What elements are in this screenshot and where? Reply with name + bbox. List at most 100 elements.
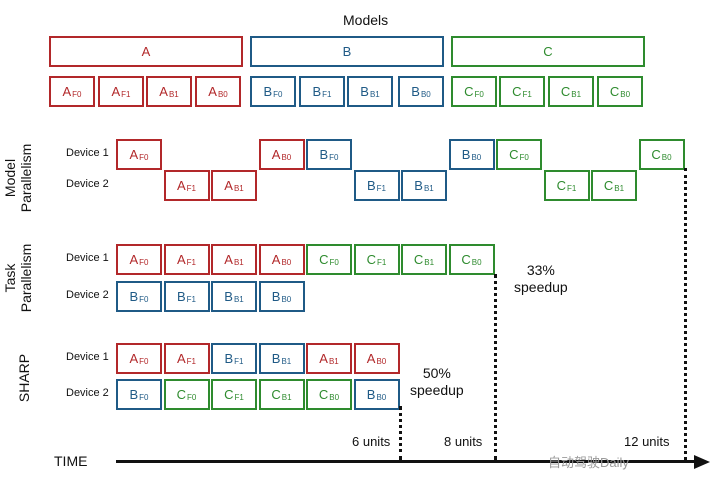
block-sub-label: F1 xyxy=(186,295,196,304)
block-main-label: B xyxy=(360,84,369,99)
block-main-label: A xyxy=(111,84,121,99)
speedup-task-label: 33% speedup xyxy=(514,262,568,295)
block-main-label: A xyxy=(366,351,376,366)
block-main-label: B xyxy=(319,147,329,162)
block-sub-label: B0 xyxy=(420,90,431,99)
time-axis-line xyxy=(116,460,696,463)
block-sub-label: F1 xyxy=(234,393,244,402)
block-sub-label: F0 xyxy=(139,153,149,162)
block-sub-label: F0 xyxy=(187,393,197,402)
section-label-line: Parallelism xyxy=(18,243,34,313)
block-sub-label: B0 xyxy=(281,295,292,304)
units-label-12: 12 units xyxy=(624,434,670,449)
block-sub-label: B0 xyxy=(620,90,631,99)
block-sub-label: B1 xyxy=(423,184,434,193)
block-sub-label: F0 xyxy=(474,90,484,99)
block-main-label: C xyxy=(509,147,519,162)
model-b-block: B xyxy=(250,36,444,67)
speedup-sharp-label: 50% speedup xyxy=(410,365,464,398)
device-label: Device 1 xyxy=(66,147,109,159)
device-label: Device 2 xyxy=(66,178,109,190)
block-sub-label: B0 xyxy=(217,90,228,99)
watermark: 自动驾驶Daily xyxy=(548,455,629,470)
block-main-label: B xyxy=(342,44,352,59)
block-main-label: A xyxy=(271,147,281,162)
block-sub-label: B1 xyxy=(281,393,292,402)
section-label-task-parallelism: Task Parallelism xyxy=(2,238,34,318)
block-main-label: A xyxy=(271,252,281,267)
block-sub-label: F0 xyxy=(139,295,149,304)
end-marker-6-units xyxy=(399,406,402,460)
units-label-8: 8 units xyxy=(444,434,483,449)
block-main-label: A xyxy=(129,351,139,366)
block-sub-label: B1 xyxy=(424,258,435,267)
block-main-label: A xyxy=(176,351,186,366)
block-sub-label: B1 xyxy=(281,357,292,366)
block-main-label: C xyxy=(366,252,377,267)
block-main-label: B xyxy=(224,351,234,366)
block-sub-label: F1 xyxy=(567,184,577,193)
block-main-label: A xyxy=(159,84,168,99)
block-main-label: B xyxy=(129,387,139,402)
block-sub-label: B0 xyxy=(471,153,482,162)
block-main-label: C xyxy=(464,84,474,99)
block-main-label: A xyxy=(129,147,139,162)
block-sub-label: F1 xyxy=(186,184,196,193)
block-sub-label: F1 xyxy=(322,90,332,99)
block-sub-label: F0 xyxy=(329,258,339,267)
block-main-label: B xyxy=(312,84,322,99)
block-sub-label: B0 xyxy=(661,153,672,162)
block-sub-label: F0 xyxy=(519,153,529,162)
block-main-label: A xyxy=(62,84,72,99)
device-label: Device 2 xyxy=(66,387,109,399)
block-main-label: B xyxy=(224,289,233,304)
block-sub-label: B0 xyxy=(376,357,387,366)
block-main-label: B xyxy=(366,387,376,402)
block-sub-label: F0 xyxy=(329,153,339,162)
block-main-label: B xyxy=(411,84,420,99)
section-label-line: Model xyxy=(2,158,18,198)
block-sub-label: B1 xyxy=(328,357,339,366)
block-main-label: C xyxy=(271,387,281,402)
block-main-label: B xyxy=(366,178,376,193)
block-sub-label: B1 xyxy=(571,90,582,99)
block-main-label: A xyxy=(319,351,328,366)
block-main-label: A xyxy=(141,44,151,59)
diagram-title: Models xyxy=(343,12,389,28)
end-marker-8-units xyxy=(494,274,497,460)
block-main-label: B xyxy=(414,178,423,193)
block-main-label: C xyxy=(651,147,661,162)
block-main-label: C xyxy=(224,387,234,402)
block-main-label: A xyxy=(224,252,233,267)
device-label: Device 2 xyxy=(66,289,109,301)
block-main-label: A xyxy=(208,84,217,99)
block-main-label: B xyxy=(271,289,281,304)
block-main-label: C xyxy=(461,252,471,267)
block-sub-label: B1 xyxy=(233,295,244,304)
